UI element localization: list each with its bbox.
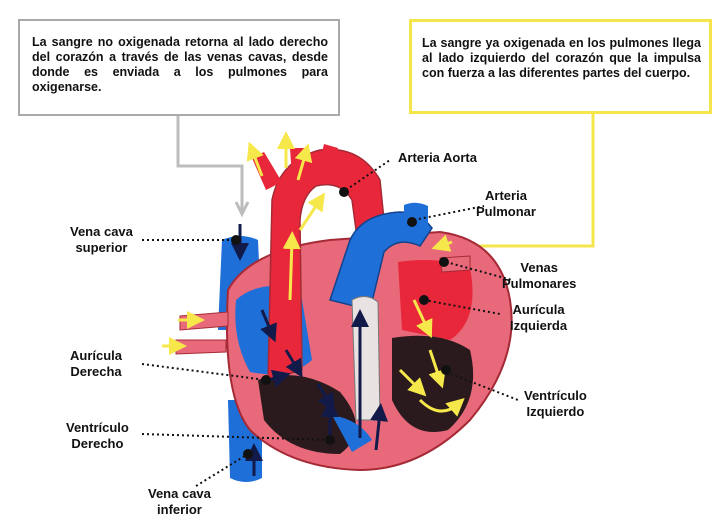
left-atrium [398, 260, 473, 340]
oxygenated-blood-note: La sangre ya oxigenada en los pulmones l… [409, 19, 712, 114]
deoxygenated-blood-note: La sangre no oxigenada retorna al lado d… [18, 19, 340, 116]
label-right-ventricle: Ventrículo Derecho [66, 420, 129, 452]
left-box-connector [176, 116, 244, 212]
label-line: superior [75, 240, 128, 255]
label-line: inferior [157, 502, 202, 517]
label-line: Pulmonares [502, 276, 577, 291]
label-line: Izquierdo [526, 404, 585, 419]
label-line: Izquierda [510, 318, 568, 333]
label-inferior-vena-cava: Vena cava inferior [148, 486, 211, 518]
leader-pulmonary-artery [413, 205, 485, 221]
leader-inferior-vena-cava [195, 453, 249, 487]
label-left-atrium: Aurícula Izquierda [510, 302, 567, 334]
label-line: Venas [520, 260, 558, 275]
label-line: Ventrículo [524, 388, 587, 403]
label-pulmonary-veins: Venas Pulmonares [502, 260, 576, 292]
label-pulmonary-artery: Arteria Pulmonar [476, 188, 536, 220]
label-line: Aurícula [70, 348, 123, 363]
leader-pulmonary-veins [445, 261, 513, 281]
leader-aorta [345, 159, 391, 191]
label-line: Pulmonar [476, 204, 536, 219]
label-line: Derecha [70, 364, 122, 379]
deoxygenated-flow-arrows [231, 224, 389, 476]
septum [351, 296, 381, 421]
label-aorta: Arteria Aorta [398, 150, 477, 165]
label-line: Ventrículo [66, 420, 129, 435]
leader-right-atrium [141, 363, 267, 381]
oxygenated-flow-arrows [162, 131, 465, 417]
label-right-atrium: Aurícula Derecha [70, 348, 122, 380]
label-line: Derecho [71, 436, 124, 451]
leader-right-ventricle [141, 433, 331, 441]
label-line: Vena cava [148, 486, 211, 501]
label-line: Arteria [485, 188, 527, 203]
label-line: Aurícula [512, 302, 565, 317]
right-box-connector [458, 114, 595, 248]
label-line: Vena cava [70, 224, 133, 239]
label-superior-vena-cava: Vena cava superior [70, 224, 133, 256]
label-left-ventricle: Ventrículo Izquierdo [524, 388, 587, 420]
